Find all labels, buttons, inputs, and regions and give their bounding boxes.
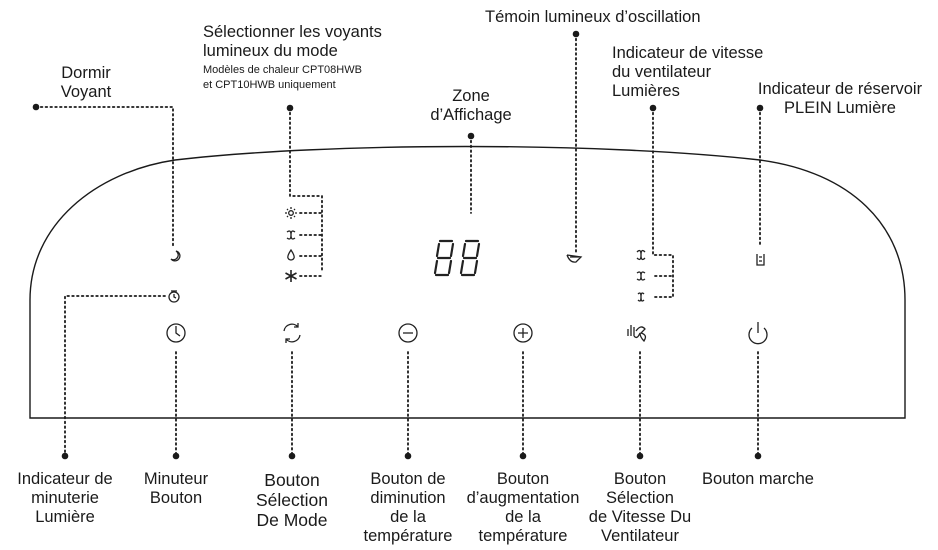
minus-icon bbox=[398, 323, 418, 343]
display-digits bbox=[433, 239, 481, 277]
snowflake-icon bbox=[285, 270, 297, 282]
leader-timer-light bbox=[64, 295, 166, 457]
timer-button-icon bbox=[166, 323, 186, 343]
leader-sleep bbox=[35, 106, 174, 249]
leader-mode-lights bbox=[289, 107, 323, 272]
plus-icon bbox=[513, 323, 533, 343]
leader-dots bbox=[32, 30, 764, 460]
fan-icon bbox=[286, 230, 296, 240]
fan-low-icon bbox=[637, 292, 645, 302]
oscillation-icon bbox=[566, 254, 583, 263]
leader-fan-ticks bbox=[654, 275, 674, 298]
clock-icon bbox=[168, 290, 180, 303]
leader-mode-ticks bbox=[299, 212, 323, 277]
panel-outline bbox=[29, 145, 906, 419]
mode-cycle-icon bbox=[283, 323, 301, 343]
label-oscillation-light: Témoin lumineux d’oscillation bbox=[485, 8, 701, 26]
bucket-icon bbox=[756, 254, 765, 266]
power-icon bbox=[748, 322, 768, 345]
fan-high-icon bbox=[636, 249, 646, 261]
fan-medium-icon bbox=[636, 271, 646, 281]
droplet-icon bbox=[287, 248, 295, 261]
sun-icon bbox=[285, 207, 297, 219]
leader-fan-lights bbox=[652, 107, 674, 298]
moon-icon bbox=[170, 250, 181, 262]
fan-speed-icon bbox=[627, 325, 647, 343]
label-power-button: Bouton marche bbox=[702, 470, 814, 488]
